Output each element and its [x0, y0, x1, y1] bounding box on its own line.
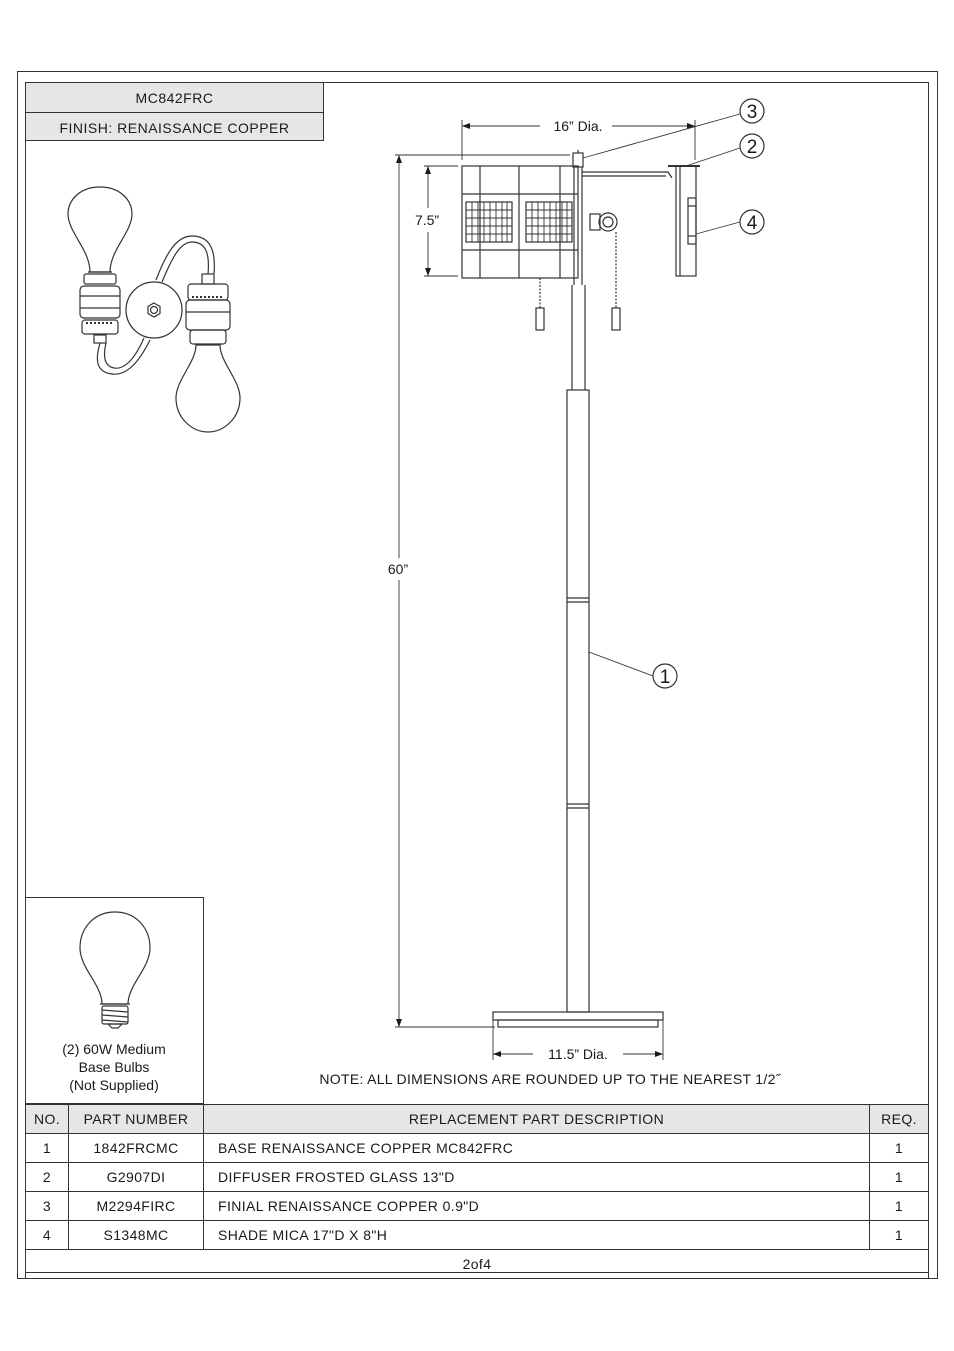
model-info-box: MC842FRC FINISH: RENAISSANCE COPPER [25, 82, 324, 141]
bulb-note-line-2: Base Bulbs [78, 1059, 150, 1075]
row-no: 1 [25, 1133, 69, 1163]
bulb-note: (2) 60W Medium Base Bulbs (Not Supplied) [25, 1040, 203, 1094]
socket-cluster-illustration [67, 186, 241, 433]
row-req: 1 [869, 1220, 929, 1250]
row-req: 1 [869, 1191, 929, 1221]
parts-table-header: NO. PART NUMBER REPLACEMENT PART DESCRIP… [25, 1104, 929, 1134]
row-description: FINIAL RENAISSANCE COPPER 0.9"D [203, 1191, 870, 1221]
header-description: REPLACEMENT PART DESCRIPTION [203, 1104, 870, 1134]
header-no: NO. [25, 1104, 69, 1134]
row-req: 1 [869, 1162, 929, 1192]
row-req: 1 [869, 1133, 929, 1163]
outer-frame [17, 71, 938, 1279]
callout-number-1: 1 [660, 667, 671, 688]
finish-label: FINISH: RENAISSANCE COPPER [26, 112, 323, 142]
table-row: 2 G2907DI DIFFUSER FROSTED GLASS 13"D 1 [25, 1162, 929, 1192]
callout-balloon-3 [739, 98, 765, 124]
callout-number-2: 2 [747, 137, 758, 158]
row-part-number: M2294FIRC [68, 1191, 204, 1221]
header-req: REQ. [869, 1104, 929, 1134]
callout-balloon-1 [652, 663, 678, 689]
model-number: MC842FRC [135, 89, 214, 106]
row-no: 4 [25, 1220, 69, 1250]
base-diameter-label: 11.5” Dia. [548, 1046, 608, 1062]
page-number-row: 2of4 [25, 1249, 929, 1279]
page-number: 2of4 [25, 1249, 929, 1279]
callout-number-4: 4 [747, 213, 758, 234]
row-no: 2 [25, 1162, 69, 1192]
shade-diameter-label: 16” Dia. [553, 118, 602, 134]
row-part-number: G2907DI [68, 1162, 204, 1192]
callout-balloon-2 [739, 133, 765, 159]
shade-height-label: 7.5” [415, 212, 439, 228]
floor-lamp [461, 150, 700, 1028]
overall-height-label: 60” [388, 561, 409, 577]
bulb-note-line-3: (Not Supplied) [69, 1077, 159, 1093]
callout-leaders [582, 113, 741, 677]
bulb-note-line-1: (2) 60W Medium [62, 1041, 166, 1057]
table-row: 3 M2294FIRC FINIAL RENAISSANCE COPPER 0.… [25, 1191, 929, 1221]
row-no: 3 [25, 1191, 69, 1221]
callout-number-3: 3 [747, 102, 758, 123]
dimensions-note: NOTE: ALL DIMENSIONS ARE ROUNDED UP TO T… [319, 1071, 781, 1087]
bulb-info-box: (2) 60W Medium Base Bulbs (Not Supplied) [25, 897, 204, 1104]
callout-balloon-4 [739, 209, 765, 235]
parts-table: NO. PART NUMBER REPLACEMENT PART DESCRIP… [25, 1104, 929, 1279]
row-description: SHADE MICA 17"D X 8"H [203, 1220, 870, 1250]
bulb-icon [79, 911, 151, 1029]
row-part-number: S1348MC [68, 1220, 204, 1250]
header-part-number: PART NUMBER [68, 1104, 204, 1134]
dimension-lines [395, 120, 696, 1060]
table-row: 1 1842FRCMC BASE RENAISSANCE COPPER MC84… [25, 1133, 929, 1163]
row-part-number: 1842FRCMC [68, 1133, 204, 1163]
row-description: BASE RENAISSANCE COPPER MC842FRC [203, 1133, 870, 1163]
table-row: 4 S1348MC SHADE MICA 17"D X 8"H 1 [25, 1220, 929, 1250]
row-description: DIFFUSER FROSTED GLASS 13"D [203, 1162, 870, 1192]
